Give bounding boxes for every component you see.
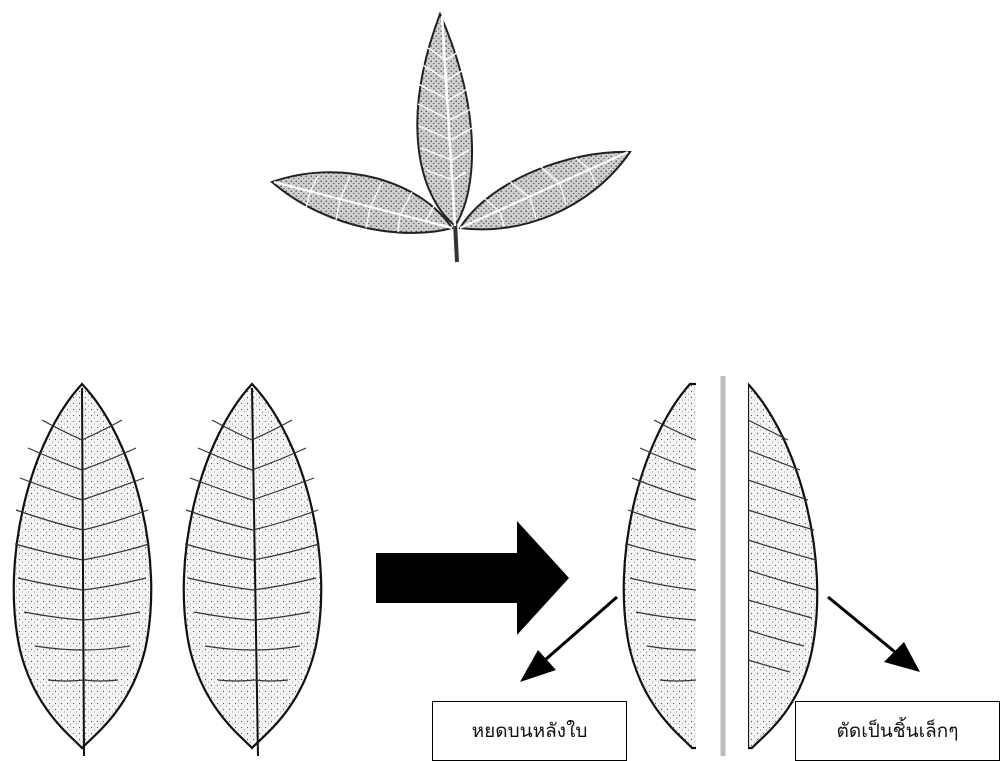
right-leaflet: [460, 152, 630, 230]
process-arrow: [376, 521, 569, 635]
label-drop-on-leaf-text: หยดบนหลังใบ: [472, 716, 588, 746]
label-cut-small-pieces: ตัดเป็นชิ้นเล็กๆ: [795, 701, 1000, 761]
center-leaflet: [417, 14, 473, 226]
whole-leaf-2: [184, 384, 321, 756]
half-leaf-left: [624, 384, 704, 748]
label-cut-small-pieces-text: ตัดเป็นชิ้นเล็กๆ: [837, 716, 959, 746]
leaf-stalk: [455, 222, 457, 262]
whole-leaf-1: [14, 384, 151, 756]
half-leaf-right: [748, 384, 817, 748]
label-drop-on-leaf: หยดบนหลังใบ: [432, 701, 627, 761]
trifoliate-leaf-illustration: [272, 14, 630, 262]
arrow-to-cut-label: [828, 597, 920, 672]
